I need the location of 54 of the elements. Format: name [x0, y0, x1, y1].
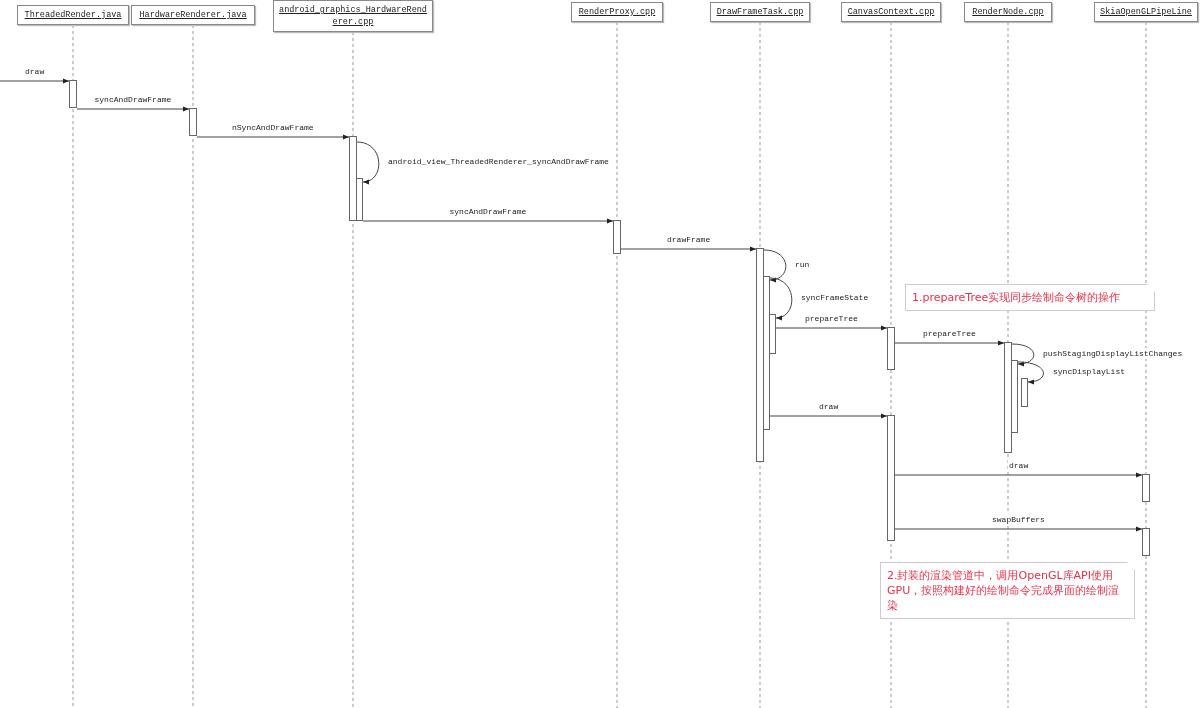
message-arrow: [894, 472, 1143, 478]
message-label: prepareTree: [922, 328, 977, 339]
participant-box: RenderNode.cpp: [964, 2, 1052, 22]
note: 1.prepareTree实现同步绘制命令树的操作: [905, 284, 1155, 311]
participant-box: RenderProxy.cpp: [571, 2, 663, 22]
activation-bar: [1142, 474, 1150, 502]
message-label: drawFrame: [666, 234, 712, 245]
activation-bar: [887, 415, 895, 541]
message-arrow: [775, 325, 888, 331]
message-label: draw: [1008, 460, 1030, 471]
message-label: syncFrameState: [800, 292, 870, 303]
message-label: prepareTree: [804, 313, 859, 324]
message-arrow: [0, 78, 70, 84]
activation-bar: [769, 314, 776, 354]
message-arrow: [1017, 361, 1044, 384]
message-label: syncDisplayList: [1052, 366, 1126, 377]
activation-bar: [1021, 378, 1028, 407]
message-label: draw: [24, 66, 46, 77]
activation-bar: [356, 178, 363, 221]
participant-box: DrawFrameTask.cpp: [710, 2, 810, 22]
message-arrow: [894, 340, 1005, 346]
message-arrow: [763, 249, 787, 282]
participant-box: ThreadedRender.java: [17, 5, 129, 25]
message-arrow: [362, 218, 614, 224]
activation-bar: [887, 327, 895, 370]
activation-bar: [1004, 342, 1012, 453]
activation-bar: [763, 276, 770, 430]
activation-bar: [349, 136, 357, 221]
activation-bar: [1011, 360, 1018, 433]
activation-bar: [756, 248, 764, 462]
message-label: syncAndDrawFrame: [448, 206, 528, 217]
message-arrow: [620, 246, 757, 252]
participant-box: SkiaOpenGLPipeLine: [1094, 2, 1198, 22]
message-label: pushStagingDisplayListChanges: [1042, 348, 1184, 359]
message-arrow: [1011, 343, 1035, 366]
participant-box: HardwareRenderer.java: [131, 5, 255, 25]
activation-bar: [189, 108, 197, 136]
message-arrow: [894, 526, 1143, 532]
activation-bar: [69, 80, 77, 108]
message-label: android_view_ThreadedRenderer_syncAndDrawFrame: [387, 156, 610, 167]
message-label: syncAndDrawFrame: [93, 94, 173, 105]
note: 2.封装的渲染管道中，调用OpenGL库API使用GPU，按照构建好的绘制命令完成界面的绘制渲染: [880, 562, 1135, 619]
participant-box: android_graphics_HardwareRenderer.cpp: [273, 0, 433, 32]
message-arrow: [769, 413, 888, 419]
participant-box: CanvasContext.cpp: [841, 2, 941, 22]
message-arrow: [356, 141, 380, 184]
activation-bar: [1142, 528, 1150, 556]
message-arrow: [196, 134, 350, 140]
message-arrow: [76, 106, 190, 112]
message-label: nSyncAndDrawFrame: [231, 122, 315, 133]
activation-bar: [613, 220, 621, 254]
message-label: draw: [818, 401, 840, 412]
message-label: swapBuffers: [991, 514, 1046, 525]
message-arrow: [769, 277, 793, 320]
